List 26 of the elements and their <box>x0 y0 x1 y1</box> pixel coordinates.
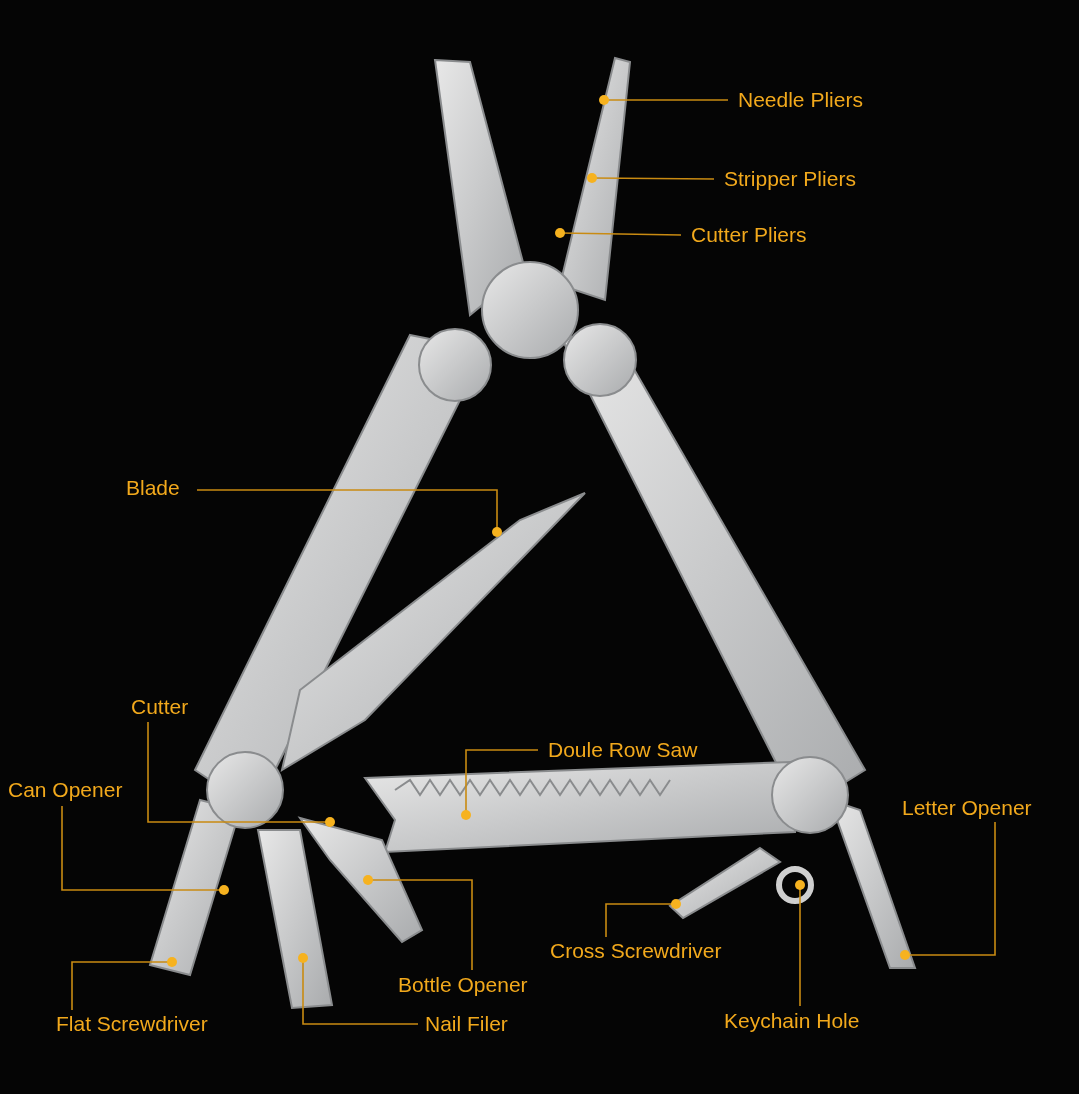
leader-line <box>555 228 682 238</box>
leader-line <box>196 489 502 537</box>
part-label: Keychain Hole <box>724 1009 860 1033</box>
leader-line <box>363 875 473 971</box>
leader-line <box>298 953 419 1025</box>
part-label: Bottle Opener <box>398 973 528 997</box>
part-label: Can Opener <box>8 778 123 802</box>
leader-line <box>795 880 805 1007</box>
leader-line <box>61 805 229 895</box>
part-label: Doule Row Saw <box>548 738 698 762</box>
part-label: Needle Pliers <box>738 88 863 112</box>
part-label: Flat Screwdriver <box>56 1012 208 1036</box>
part-label: Stripper Pliers <box>724 167 856 191</box>
leader-line <box>605 899 681 938</box>
leader-line <box>461 749 539 820</box>
part-label: Cross Screwdriver <box>550 939 722 963</box>
leader-line <box>900 821 996 960</box>
leader-line <box>147 721 335 827</box>
part-label: Cutter Pliers <box>691 223 807 247</box>
part-label: Letter Opener <box>902 796 1032 820</box>
part-label: Nail Filer <box>425 1012 508 1036</box>
part-label: Cutter <box>131 695 189 719</box>
part-label: Blade <box>126 476 180 500</box>
leader-line <box>71 957 177 1011</box>
leader-line <box>599 95 729 105</box>
leader-line <box>587 173 715 183</box>
